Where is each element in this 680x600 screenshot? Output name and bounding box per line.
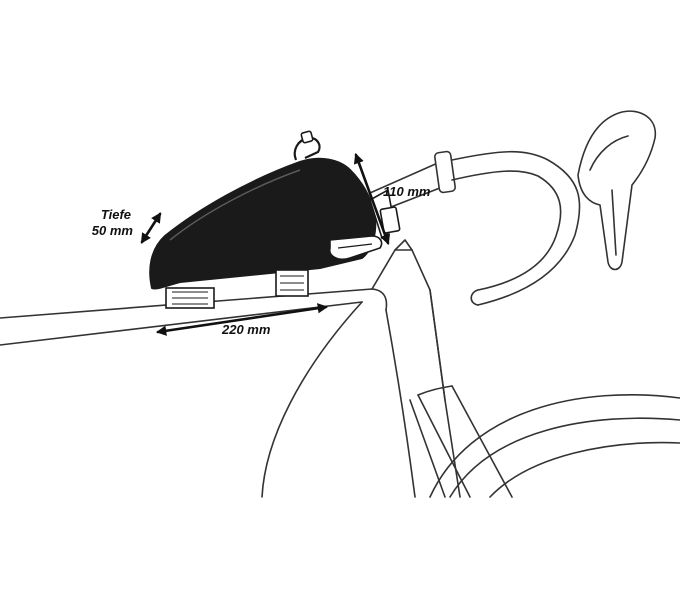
shifter-lever xyxy=(577,110,656,271)
down-tube xyxy=(261,301,416,498)
head-tube xyxy=(371,239,461,498)
length-arrow xyxy=(155,303,329,336)
depth-label-word: Tiefe xyxy=(101,207,131,222)
mounting-strap-rear xyxy=(165,287,215,309)
front-wheel xyxy=(429,393,680,498)
handlebar xyxy=(451,150,581,306)
height-label: 110 mm xyxy=(383,184,431,199)
fork xyxy=(409,385,513,498)
depth-label-value: 50 mm xyxy=(92,223,134,238)
length-label: 220 mm xyxy=(221,322,271,337)
height-arrow xyxy=(353,153,391,245)
depth-arrow xyxy=(140,212,162,244)
top-tube-bag xyxy=(149,130,401,290)
mounting-strap-front xyxy=(275,269,309,297)
